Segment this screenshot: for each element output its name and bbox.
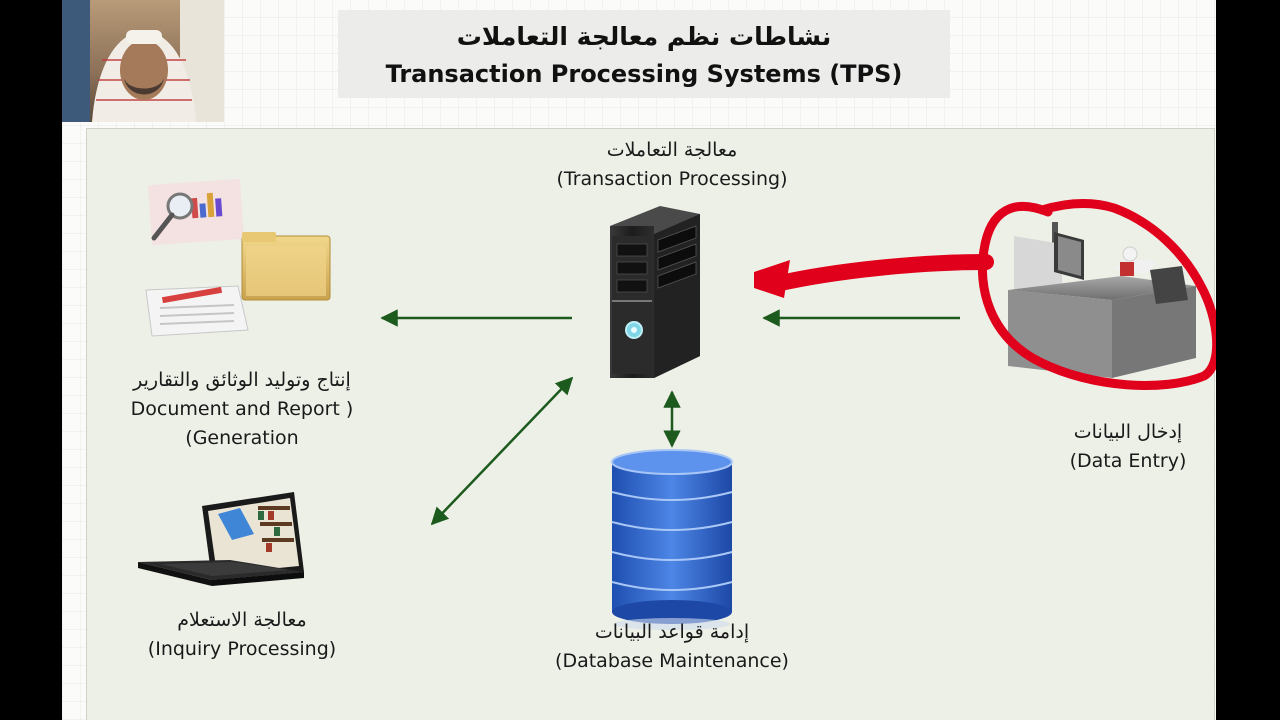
label-transaction-processing: معالجة التعاملات (Transaction Processing…	[502, 136, 842, 194]
office-desk-icon	[1008, 222, 1196, 378]
label-inquiry-processing-english: (Inquiry Processing)	[147, 638, 337, 660]
flow-arrows	[380, 309, 960, 526]
presentation-slide: نشاطات نظم معالجة التعاملات Transaction …	[62, 0, 1216, 720]
red-annotation	[754, 199, 1216, 390]
label-transaction-processing-english: (Transaction Processing)	[556, 168, 788, 190]
title-english: Transaction Processing Systems (TPS)	[385, 60, 903, 88]
title-arabic: نشاطات نظم معالجة التعاملات	[456, 22, 832, 51]
label-database-maintenance-english: (Database Maintenance)	[555, 650, 789, 672]
server-tower-icon	[610, 206, 700, 378]
presenter-avatar-icon	[62, 0, 224, 122]
label-document-generation-english-1: Document and Report )	[130, 398, 354, 420]
label-database-maintenance: إدامة قواعد البيانات (Database Maintenan…	[502, 618, 842, 676]
label-inquiry-processing: معالجة الاستعلام (Inquiry Processing)	[92, 606, 392, 664]
laptop-icon	[138, 492, 304, 586]
label-data-entry-english: (Data Entry)	[1069, 450, 1187, 472]
database-cylinder-icon	[611, 449, 733, 630]
label-database-maintenance-arabic: إدامة قواعد البيانات	[594, 621, 750, 643]
label-data-entry: إدخال البيانات (Data Entry)	[1038, 418, 1216, 476]
title-box: نشاطات نظم معالجة التعاملات Transaction …	[338, 10, 950, 98]
label-transaction-processing-arabic: معالجة التعاملات	[606, 139, 738, 161]
label-document-generation-english-2: (Generation	[185, 427, 299, 449]
label-data-entry-arabic: إدخال البيانات	[1073, 421, 1183, 443]
label-inquiry-processing-arabic: معالجة الاستعلام	[177, 609, 307, 631]
label-document-generation: إنتاج وتوليد الوثائق والتقارير Document …	[82, 366, 402, 453]
presenter-webcam	[62, 0, 224, 122]
diagram-canvas	[138, 178, 1216, 630]
label-document-generation-arabic: إنتاج وتوليد الوثائق والتقارير	[133, 369, 351, 391]
arrow-processing-inquiry	[430, 376, 574, 526]
documents-folder-icon	[145, 178, 331, 337]
